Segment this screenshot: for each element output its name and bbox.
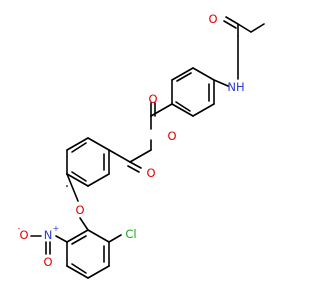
nitro-oxygen-charge: - (18, 224, 21, 233)
ring2-bond-4 (66, 173, 89, 187)
ring1-bond-3 (171, 103, 194, 117)
ketone-group (108, 149, 142, 173)
amide-nh-label: NH (227, 80, 244, 94)
bond-ketone-co-b (127, 165, 140, 173)
bond-ketone-ring (108, 149, 131, 163)
ring3-bond-6 (66, 229, 89, 243)
ring2-double-1 (71, 142, 87, 153)
chloronitrophenyl-ring (66, 229, 110, 279)
ester-carbonyl-oxygen-label: O (148, 92, 157, 106)
ring3-bond-4 (66, 265, 89, 279)
bond-ketone-co-a (129, 161, 142, 169)
ring1-bond-5 (171, 67, 194, 81)
central-phenyl-ring (66, 137, 110, 187)
ring3-bond-3 (87, 265, 110, 279)
bond-amide-co-a (225, 16, 239, 25)
nitro-nitrogen-charge: + (53, 224, 60, 233)
ring3-double-2 (71, 263, 87, 274)
ketone-oxygen-label: O (146, 166, 155, 180)
nitro-nitrogen-label: N (44, 228, 53, 242)
ester-link-oxygen-label: O (167, 129, 176, 143)
ring1-bond-6 (192, 67, 215, 81)
bond-o-ring3 (79, 217, 89, 231)
nitro-oxygen-double-label: O (43, 255, 52, 269)
bond-amide-co-b (223, 20, 237, 29)
ring2-bond-2 (66, 137, 89, 151)
ester-group (129, 102, 173, 163)
bond-ring3-cl (108, 234, 122, 243)
ring1-double-2 (175, 101, 191, 112)
ring2-double-2 (71, 171, 87, 182)
bond-nh-aryl (213, 79, 229, 87)
amide-oxygen-label: O (208, 12, 217, 26)
molecule-structure: O NH O O O (18, 12, 265, 279)
ring3-double-3 (71, 235, 87, 245)
benzoate-ring (171, 67, 215, 117)
nitro-oxygen-minus-label: O (19, 228, 28, 242)
bond-ethyl-c2 (237, 23, 252, 33)
ring2-bond-1 (87, 137, 110, 151)
ring1-bond-2 (192, 103, 215, 117)
bond-ring3-n (55, 235, 68, 243)
chlorine-label: Cl (125, 227, 136, 241)
bond-ether-upper (66, 173, 79, 202)
ring3-bond-1 (87, 229, 110, 243)
propanoyl-group (223, 16, 265, 37)
bond-ethyl-c1 (250, 23, 265, 33)
ether-oxygen-label: O (75, 203, 84, 217)
ring2-bond-5 (87, 173, 110, 187)
ring1-double-3 (176, 72, 192, 82)
bond-ch2-ketone (129, 149, 152, 163)
